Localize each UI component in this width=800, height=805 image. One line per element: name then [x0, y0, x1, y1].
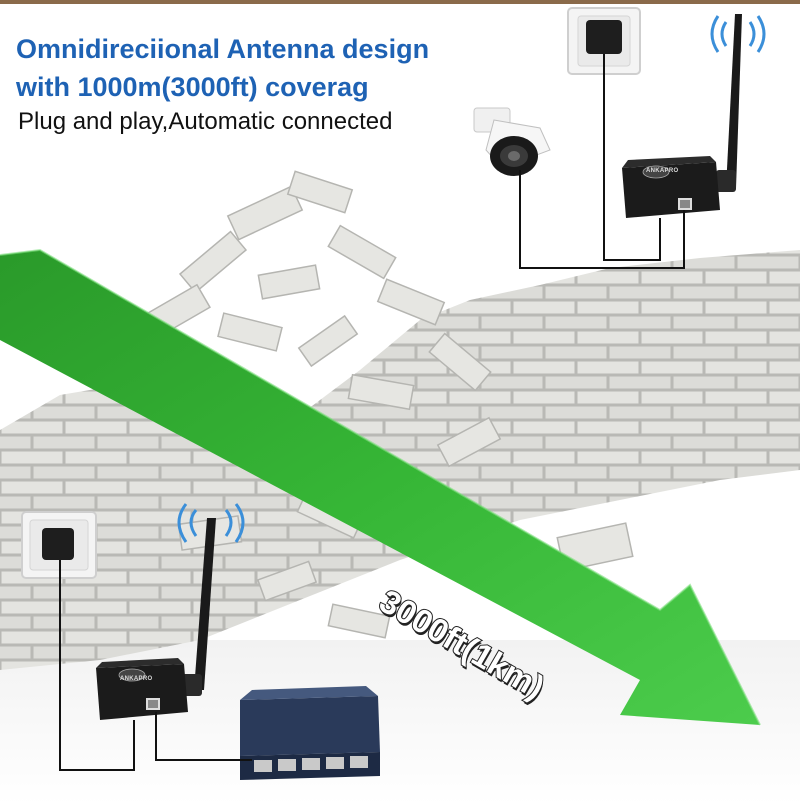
power-outlet-icon: [21, 511, 97, 579]
network-switch-icon: [240, 686, 380, 780]
power-outlet-icon: [567, 7, 641, 75]
device-logo-bottom: ANKAPRO: [120, 676, 153, 682]
antenna-icon: [716, 14, 742, 192]
wifi-signal-icon: [177, 503, 245, 543]
wifi-signal-icon: [710, 15, 766, 53]
antenna-icon: [182, 518, 216, 696]
headline-line-1: Omnidireciional Antenna design: [16, 34, 430, 64]
security-camera-icon: [473, 107, 551, 176]
subline: Plug and play,Automatic connected: [18, 108, 393, 135]
bottom-bridge-device: [96, 658, 188, 720]
headline-line-2: with 1000m(3000ft) coverag: [16, 72, 369, 102]
device-logo-top: ANKAPRO: [646, 168, 679, 174]
arrow-icon: [0, 248, 761, 726]
top-bridge-device: [622, 156, 720, 218]
